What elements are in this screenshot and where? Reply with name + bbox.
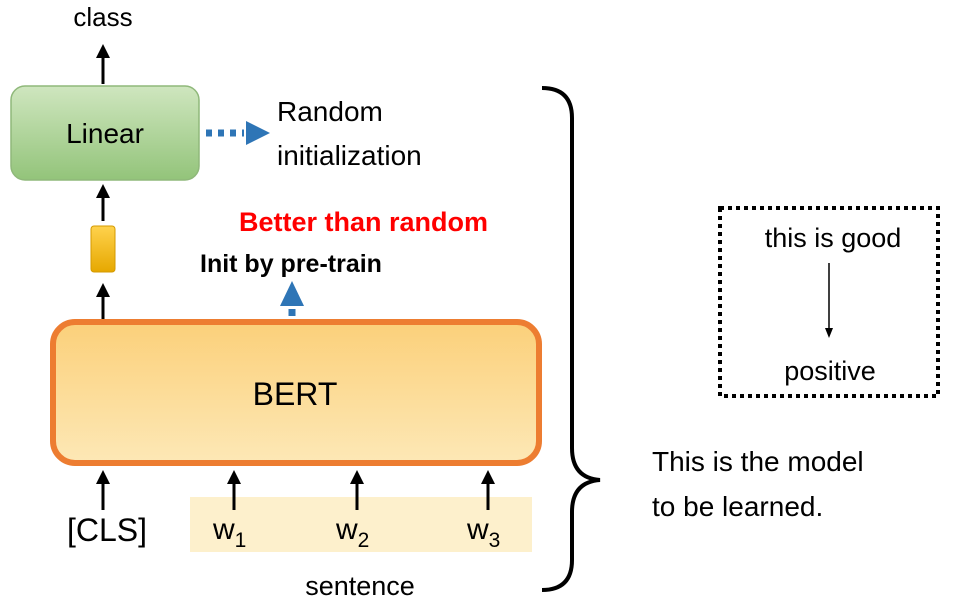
arrow-cls-to-bert	[96, 470, 110, 510]
example-box	[718, 206, 940, 398]
word-token-2-sub: 2	[358, 529, 370, 552]
random-init-line1: Random	[277, 96, 383, 127]
arrow-w3-to-bert	[481, 470, 495, 510]
word-token-1-base: w	[212, 513, 235, 546]
sentence-label: sentence	[305, 571, 415, 601]
word-token-3-sub: 3	[489, 529, 501, 552]
init-by-pretrain-text: Init by pre-train	[200, 250, 382, 278]
word-token-3-base: w	[466, 513, 489, 546]
word-token-1-sub: 1	[235, 529, 247, 552]
arrow-w2-to-bert	[350, 470, 364, 510]
better-than-random-text: Better than random	[239, 207, 488, 237]
model-note-line2: to be learned.	[652, 491, 823, 522]
bert-model-box	[50, 319, 542, 466]
word-token-2-base: w	[335, 513, 358, 546]
example-input-text: this is good	[765, 223, 902, 253]
cls-embedding-block	[90, 225, 116, 273]
random-init-line2: initialization	[277, 140, 422, 171]
cls-token: [CLS]	[67, 512, 147, 548]
example-arrow	[825, 263, 833, 338]
linear-layer-label: Linear	[66, 118, 144, 149]
random-init-arrow	[206, 121, 270, 145]
arrow-bert-to-embedding	[96, 283, 110, 320]
arrow-embedding-to-linear	[96, 184, 110, 221]
bert-model-label: BERT	[253, 376, 338, 412]
model-note-line1: This is the model	[652, 446, 864, 477]
example-output-text: positive	[784, 356, 876, 386]
arrow-linear-to-class	[96, 44, 110, 84]
sentence-background	[190, 497, 532, 552]
word-token-3: w3	[466, 513, 500, 552]
word-token-1: w1	[212, 513, 246, 552]
class-output-label: class	[73, 2, 132, 32]
linear-layer-box	[10, 85, 200, 181]
word-token-2: w2	[335, 513, 369, 552]
arrow-w1-to-bert	[227, 470, 241, 510]
model-scope-brace	[541, 86, 601, 592]
